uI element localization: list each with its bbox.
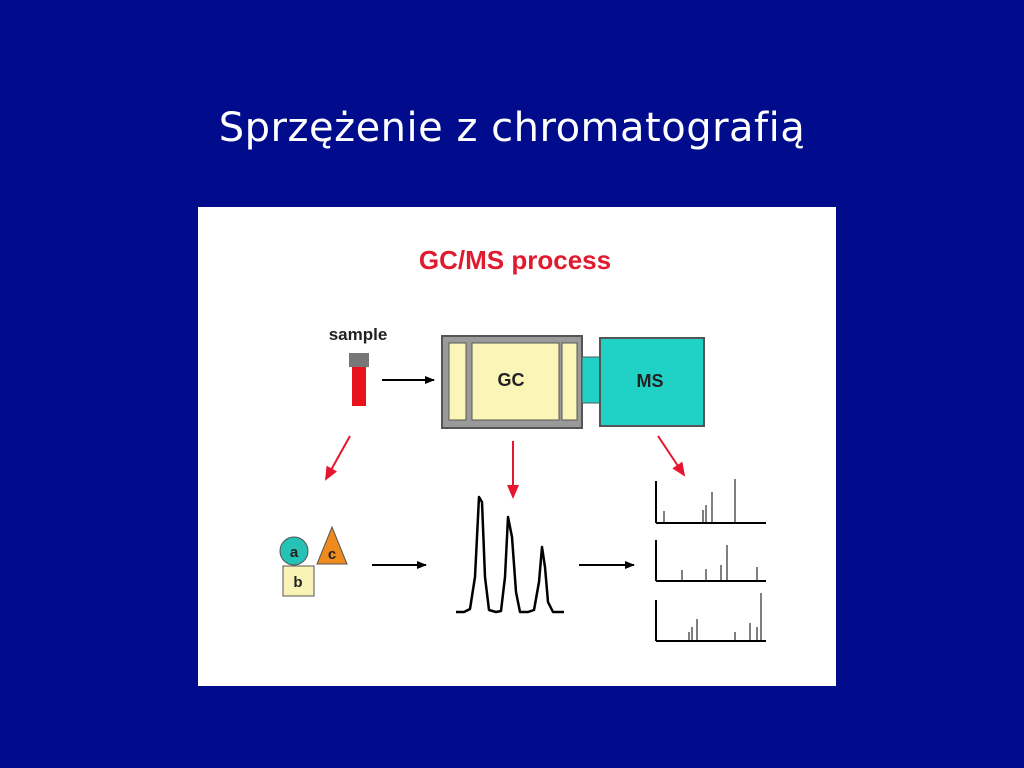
mass-spectrum-3 <box>655 593 766 642</box>
gc-label: GC <box>498 370 525 390</box>
component-c-label: c <box>328 546 336 563</box>
mass-spectrum-2 <box>655 540 766 582</box>
sample-vial <box>349 353 369 406</box>
red-arrow-right <box>657 435 686 477</box>
slide-title: Sprzężenie z chromatografią <box>218 105 806 151</box>
diagram-heading: GC/MS process <box>419 245 611 275</box>
gcms-diagram: GC/MS process sample GC MS <box>198 207 836 686</box>
red-arrow-left <box>325 435 351 481</box>
ms-instrument: MS <box>581 337 705 427</box>
component-a-label: a <box>290 544 299 561</box>
gc-instrument: GC <box>441 335 583 429</box>
sample-components: a b c <box>279 525 348 597</box>
ms-label: MS <box>637 371 664 391</box>
gcms-diagram-svg: GC/MS process sample GC MS <box>279 245 766 642</box>
chromatogram-trace <box>456 495 564 614</box>
sample-label: sample <box>329 325 388 344</box>
mass-spectrum-1 <box>655 479 766 524</box>
component-b-label: b <box>293 574 302 591</box>
